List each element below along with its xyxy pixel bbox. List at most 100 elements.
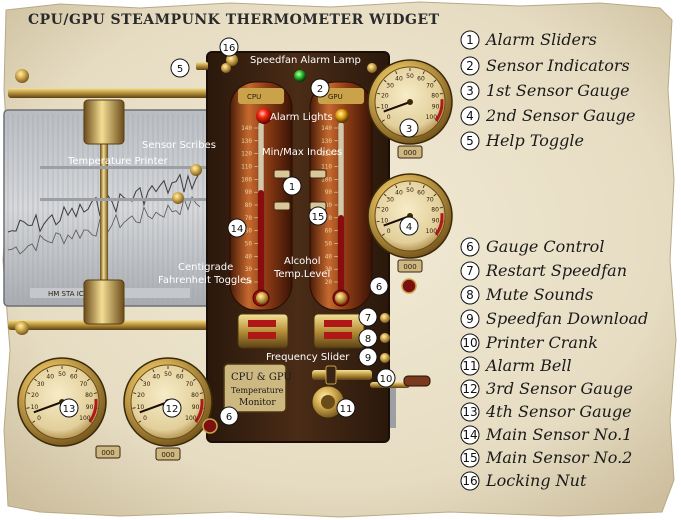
fourth-sensor-gauge-tick [46,369,49,373]
thermometer-scale-label: 80 [245,202,253,209]
second-sensor-gauge-scale-label: 10 [381,218,389,225]
badge-circle [308,206,328,226]
legend-number: 16 [462,474,477,488]
locking-nut[interactable] [226,54,238,66]
thermometer-scale-label: 90 [245,189,253,196]
legend-label: Gauge Control [486,237,604,256]
speedfan-download-knob[interactable] [380,353,390,363]
third-sensor-gauge-scale-label: 30 [143,381,151,388]
badge-number: 12 [166,404,179,415]
badge-number: 14 [231,224,244,235]
frequency-slider-handle[interactable] [325,365,337,385]
first-sensor-gauge-tick [383,79,387,83]
thermometer-scale-label: 30 [245,266,253,273]
legend-label: 2nd Sensor Gauge [485,106,635,125]
fourth-sensor-gauge-tick [32,420,36,423]
thermometer-scale-label: 20 [325,279,333,286]
fourth-sensor-gauge-tick [34,378,37,382]
printer-knob-bottom [15,321,29,335]
badge-number: 4 [406,222,412,233]
fourth-sensor-gauge-tick [87,378,90,382]
legend-number-circle [460,402,480,422]
thermometer-scale-label: 100 [321,176,332,183]
fourth-sensor-gauge-tick [93,392,97,394]
monitor-plate-line-2: Temperature [231,386,284,395]
thermometer-scale-label: 40 [325,253,333,260]
legend-label: Mute Sounds [485,285,593,304]
unit-toggle-cpu[interactable] [256,292,268,304]
help-toggle[interactable] [196,62,208,70]
legend-number: 11 [462,359,477,373]
switch-red-cpu-2[interactable] [248,332,276,339]
legend-number: 3 [466,84,474,98]
legend-number: 6 [466,240,474,254]
monitor-plate [223,363,287,413]
first-sensor-gauge-tick [377,92,381,95]
third-sensor-gauge-scale-label: 10 [137,404,145,411]
second-sensor-gauge-scale-label: 70 [426,196,434,203]
speedfan-alarm-lamp [294,70,306,82]
min-slider-cpu[interactable] [273,201,291,211]
second-sensor-gauge-tick [439,206,443,209]
sensor-scribe-4 [172,192,184,204]
thermometer-scale-label: 110 [241,164,252,171]
badge-number: 10 [380,374,393,385]
max-slider-gpu[interactable] [309,169,327,179]
badge-circle [59,398,79,418]
third-sensor-gauge-scale-label: 0 [143,415,147,422]
fourth-sensor-gauge-scale-label: 60 [70,374,78,381]
sensor-label-cpu: CPU [247,93,261,101]
printer-guide-rod-2 [40,198,210,201]
printer-crank-handle[interactable] [403,375,431,387]
third-sensor-gauge-needle [139,401,169,414]
thermometer-scale-label: 110 [321,164,332,171]
badge-circle [358,347,378,367]
badge-number: 3 [406,124,412,135]
fourth-sensor-gauge-tick [26,407,30,409]
thermometer-scale-label: 30 [325,266,333,273]
thermometer-scale-label: 120 [241,151,252,158]
third-sensor-gauge-scale-label: 50 [164,371,172,378]
second-sensor-gauge-scale-label: 50 [406,187,414,194]
third-sensor-gauge-scale-label: 80 [191,392,199,399]
mute-sounds-knob[interactable] [380,333,390,343]
third-sensor-gauge-tick [132,407,136,409]
printer-cylinder-bottom [83,279,125,325]
monitor-plate-line-3: Monitor [239,398,276,408]
max-slider-cpu[interactable] [273,169,291,179]
first-sensor-gauge-scale-label: 20 [381,92,389,99]
thermometer-cap-gpu [318,88,364,104]
restart-speedfan-knob[interactable] [380,313,390,323]
fourth-sensor-gauge-scale-label: 90 [86,404,94,411]
printer-crank-shaft [390,388,396,428]
gauge-control-knob-right[interactable] [401,278,417,294]
fourth-sensor-gauge-scale-label: 40 [46,374,54,381]
second-sensor-gauge-tick [433,193,437,197]
thermometer-scale-label: 50 [245,241,253,248]
third-sensor-gauge-tick [140,378,143,382]
switch-red-gpu-2[interactable] [324,332,352,339]
second-sensor-gauge-tick [377,206,381,209]
first-sensor-gauge-tick [439,92,443,95]
legend-label: Main Sensor No.1 [485,425,632,444]
legend-number-circle [460,448,480,468]
switch-red-gpu-1[interactable] [324,320,352,327]
gauge-control-knob-left[interactable] [202,418,218,434]
thermometer-scale-label: 50 [325,241,333,248]
badge-number: 6 [226,412,232,423]
legend-number-circle [460,333,480,353]
badge-number: 7 [365,313,371,324]
switch-red-cpu-1[interactable] [248,320,276,327]
third-sensor-gauge-tick [138,420,142,423]
unit-toggle-gpu[interactable] [335,292,347,304]
first-sensor-gauge-scale-label: 100 [426,114,438,121]
